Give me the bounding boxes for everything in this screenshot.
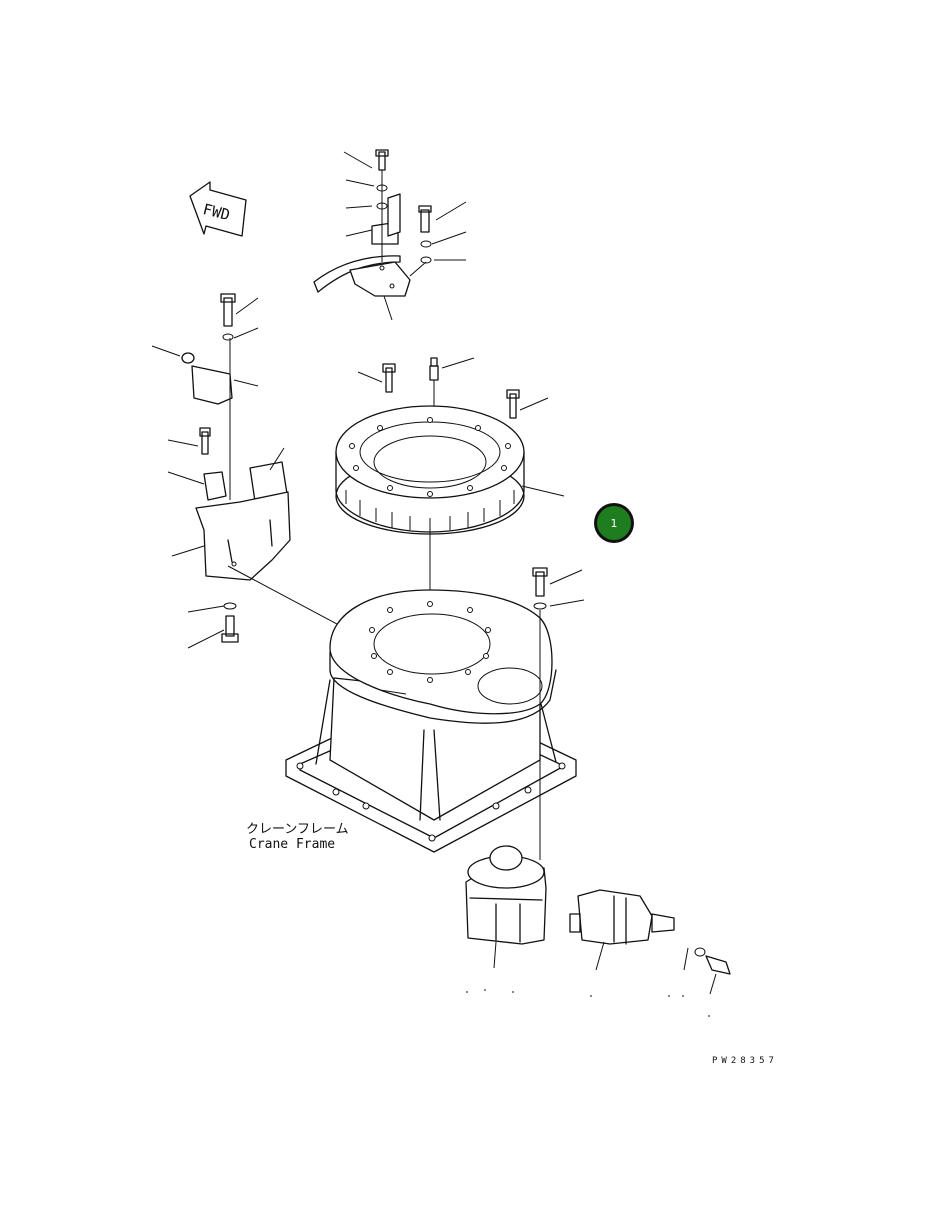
top-bracket-assembly — [313, 149, 467, 321]
callout-badge: 1 — [594, 503, 634, 543]
callout-badge-fill — [597, 506, 631, 540]
fwd-arrow: FWD — [189, 181, 247, 237]
left-bracket-assembly — [151, 293, 383, 649]
swing-motor-assembly — [465, 845, 731, 1017]
frame-label-en: Crane Frame — [249, 837, 335, 852]
drawing-code: PW28357 — [712, 1056, 778, 1066]
callout-number: 1 — [611, 517, 618, 530]
swing-bearing-ring — [335, 357, 565, 606]
crane-frame — [285, 567, 585, 860]
fwd-label: FWD — [201, 200, 232, 224]
frame-label-jp: クレーンフレーム — [246, 822, 349, 837]
